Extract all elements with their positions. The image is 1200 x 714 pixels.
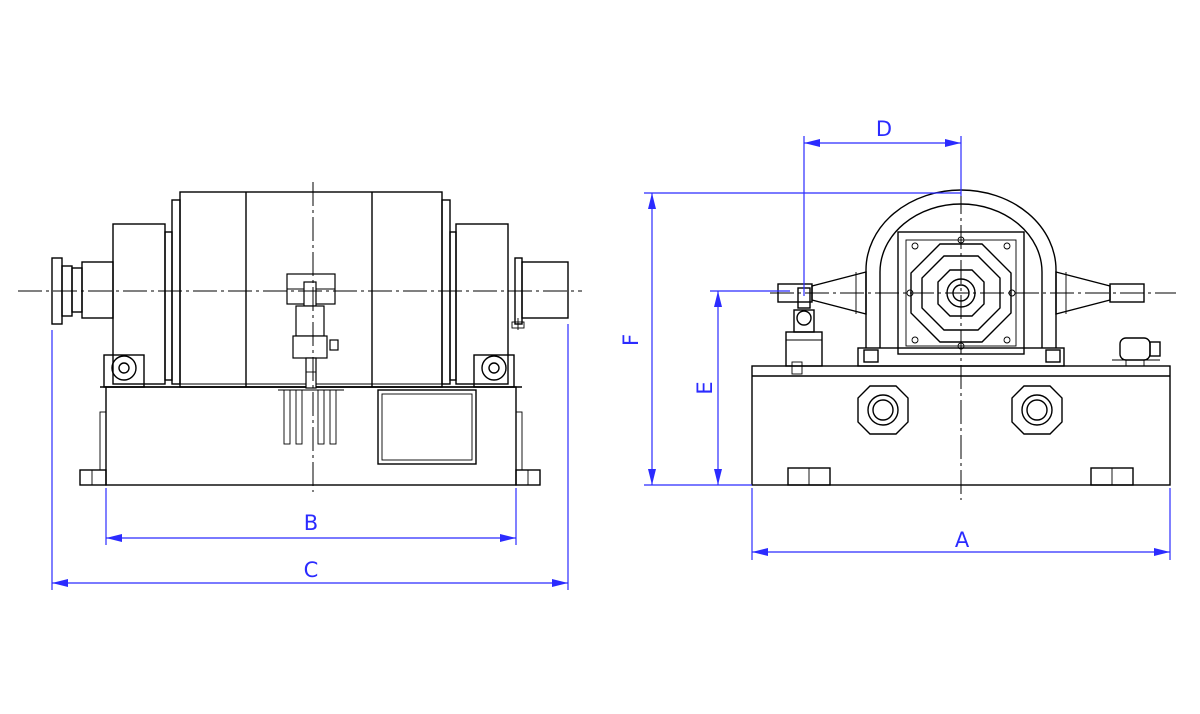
dimension-label-a: A — [955, 528, 970, 552]
dimensions: B C A D F E — [51, 117, 1171, 590]
dimension-label-d: D — [876, 117, 892, 141]
front-right-endcap — [455, 223, 509, 385]
front-left-endcap — [112, 223, 166, 385]
dimension-label-f: F — [619, 334, 643, 346]
front-terminal-box — [377, 389, 477, 465]
front-base — [105, 386, 517, 486]
dimension-label-e: E — [693, 381, 717, 394]
front-view — [18, 182, 582, 492]
dimension-label-b: B — [304, 511, 318, 535]
side-view — [751, 189, 1176, 500]
dimension-label-c: C — [304, 558, 319, 582]
